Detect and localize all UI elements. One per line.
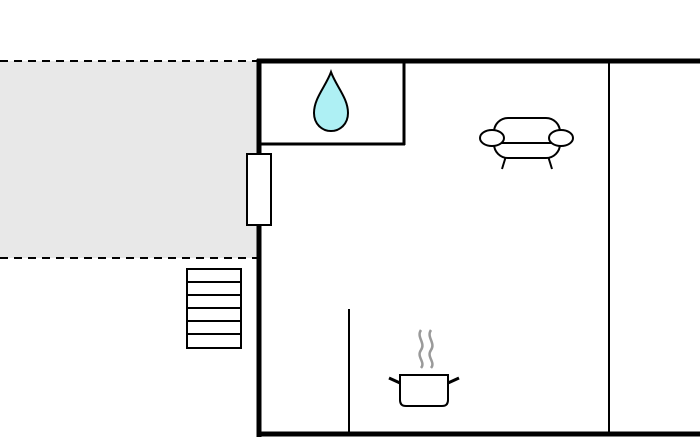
water-drop-icon <box>312 69 350 133</box>
terrace-area <box>0 61 259 258</box>
stair-step <box>186 268 242 283</box>
stair-step <box>186 294 242 309</box>
stairs <box>186 268 242 349</box>
interior-walls <box>259 61 610 434</box>
cooking-pot-icon <box>388 329 460 407</box>
door <box>246 153 272 226</box>
terrace <box>0 60 259 259</box>
outer-walls <box>256 58 700 437</box>
sofa-icon <box>479 117 574 170</box>
stair-step <box>186 281 242 296</box>
stair-step <box>186 320 242 335</box>
stair-step <box>186 333 242 349</box>
stair-step <box>186 307 242 322</box>
